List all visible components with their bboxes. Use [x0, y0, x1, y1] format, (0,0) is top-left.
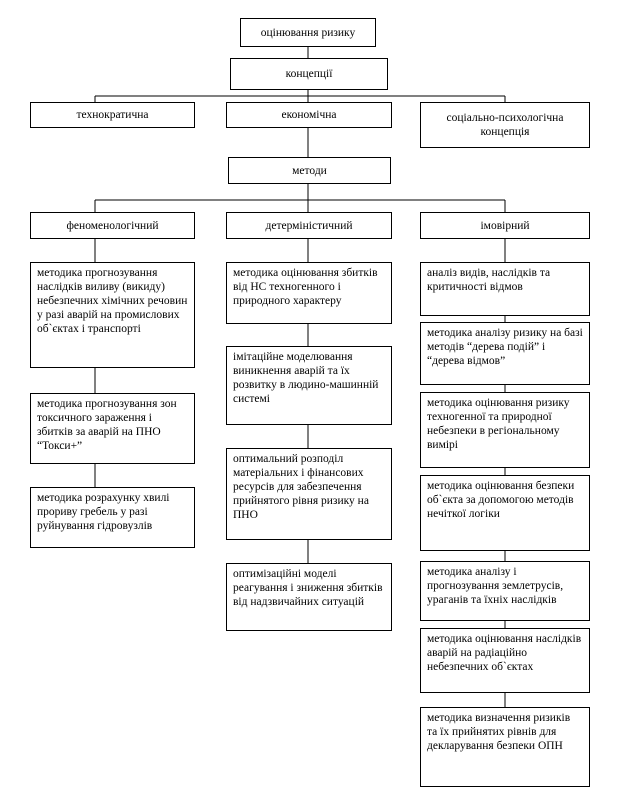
probabilistic-item: методика оцінювання наслідків аварій на … [420, 628, 590, 693]
method-deterministic: детерміністичний [226, 212, 392, 239]
concept-socio-psychological: соціально-психологічна концепція [420, 102, 590, 148]
method-probabilistic: імовірний [420, 212, 590, 239]
probabilistic-item: аналіз видів, наслідків та критичності в… [420, 262, 590, 316]
deterministic-item: імітаційне моделювання виникнення аварій… [226, 346, 392, 425]
deterministic-item: оптимальний розподіл матеріальних і фіна… [226, 448, 392, 540]
concept-economic: економічна [226, 102, 392, 128]
probabilistic-item: методика оцінювання безпеки об`єкта за д… [420, 475, 590, 551]
concept-technocratic: технократична [30, 102, 195, 128]
root-box: оцінювання ризику [240, 18, 376, 47]
deterministic-item: методика оцінювання збитків від НС техно… [226, 262, 392, 324]
methods-header-box: методи [228, 157, 391, 184]
probabilistic-item: методика аналізу ризику на базі методів … [420, 322, 590, 385]
probabilistic-item: методика аналізу і прогнозування землетр… [420, 561, 590, 621]
phenomenological-item: методика прогнозування зон токсичного за… [30, 393, 195, 464]
deterministic-item: оптимізаційні моделі реагування і знижен… [226, 563, 392, 631]
method-phenomenological: феноменологічний [30, 212, 195, 239]
concepts-header-box: концепції [230, 58, 388, 90]
probabilistic-item: методика визначення ризиків та їх прийня… [420, 707, 590, 787]
phenomenological-item: методика розрахунку хвилі прориву гребел… [30, 487, 195, 548]
probabilistic-item: методика оцінювання ризику техногенної т… [420, 392, 590, 468]
phenomenological-item: методика прогнозування наслідків виливу … [30, 262, 195, 368]
